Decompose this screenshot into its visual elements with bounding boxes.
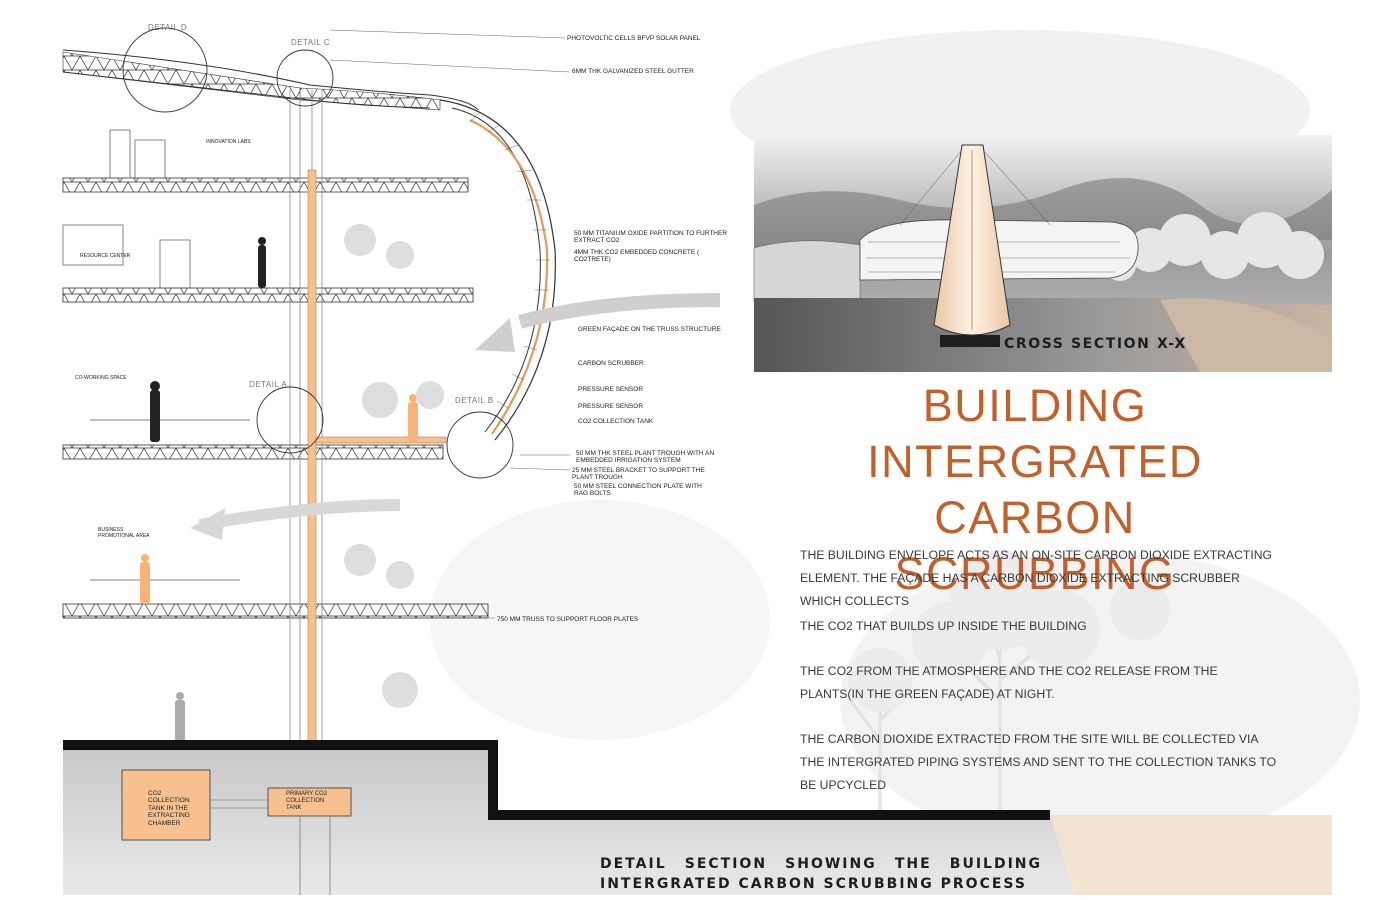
detail-d-label: DETAIL D: [148, 23, 188, 32]
label-titanium: 50 MM TITANIUM OXIDE PARTITION TO FURTHE…: [574, 230, 728, 245]
cross-section-title: CROSS SECTION X-X: [1004, 336, 1187, 352]
label-bracket: 25 MM STEEL BRACKET TO SUPPORT THE PLANT…: [572, 467, 705, 482]
label-concrete: 4MM THK CO2 EMBEDDED CONCRETE ( CO2TRETE…: [574, 249, 700, 264]
title-line-1: BUILDING: [922, 380, 1148, 431]
label-plate: 50 MM STEEL CONNECTION PLATE WITH RAG BO…: [574, 483, 702, 498]
space-coworking: CO-WORKING SPACE: [75, 375, 127, 381]
label-truss: 750 MM TRUSS TO SUPPORT FLOOR PLATES: [497, 616, 639, 623]
section-caption: DETAIL SECTION SHOWING THE BUILDING INTE…: [600, 854, 1042, 894]
label-scrubber: CARBON SCRUBBER: [578, 360, 644, 367]
detail-a-label: DETAIL A: [249, 380, 288, 389]
caption-word: SECTION: [684, 856, 768, 872]
detail-c-label: DETAIL C: [291, 38, 331, 47]
basement: [63, 740, 1332, 895]
description-paragraph-3: THE CO2 FROM THE ATMOSPHERE AND THE CO2 …: [800, 664, 1218, 701]
tank-chamber-label: CO2 COLLECTION TANK IN THE EXTRACTING CH…: [148, 790, 190, 827]
space-innovation: INNOVATION LABS: [206, 139, 251, 145]
label-pressure-1: PRESSURE SENSOR: [578, 386, 644, 393]
title-line-3: CARBON SCRUBBING: [894, 492, 1176, 599]
description-paragraph-1: THE BUILDING ENVELOPE ACTS AS AN ON-SITE…: [800, 548, 1273, 608]
background-foliage: [848, 550, 1170, 712]
label-pv: PHOTOVOLTIC CELLS BFVP SOLAR PANEL: [567, 35, 701, 42]
description: THE BUILDING ENVELOPE ACTS AS AN ON-SITE…: [800, 544, 1282, 797]
title-line-2: INTERGRATED: [867, 436, 1203, 487]
label-trough: 50 MM THK STEEL PLANT TROUGH WITH AN EMB…: [576, 450, 715, 465]
label-green-facade: GREEN FAÇADE ON THE TRUSS STRUCTURE: [578, 326, 721, 333]
detail-b-label: DETAIL B: [455, 396, 494, 405]
caption-word: BUILDING: [949, 856, 1042, 872]
caption-line-2: INTERGRATED CARBON SCRUBBING PROCESS: [600, 876, 1027, 892]
caption-word: SHOWING: [785, 856, 877, 872]
space-business: BUSINESS PROMOTIONAL AREA: [98, 527, 150, 539]
description-paragraph-4: THE CARBON DIOXIDE EXTRACTED FROM THE SI…: [800, 732, 1277, 792]
tank-primary-label: PRIMARY CO2 COLLECTION TANK: [286, 791, 328, 811]
caption-word: DETAIL: [600, 856, 667, 872]
description-paragraph-2: THE CO2 THAT BUILDS UP INSIDE THE BUILDI…: [800, 619, 1087, 633]
label-co2-tank: CO2 COLLECTION TANK: [578, 418, 654, 425]
caption-word: THE: [894, 856, 932, 872]
label-pressure-2: PRESSURE SENSOR: [578, 403, 644, 410]
cross-section-render: [753, 135, 1332, 372]
main-title: BUILDING INTERGRATED CARBON SCRUBBING: [790, 378, 1280, 602]
detail-section: [62, 27, 721, 796]
fog-wash: [430, 500, 770, 740]
label-gutter: 6MM THK GALVANIZED STEEL GUTTER: [572, 68, 694, 75]
space-resource: RESOURCE CENTER: [80, 253, 131, 259]
